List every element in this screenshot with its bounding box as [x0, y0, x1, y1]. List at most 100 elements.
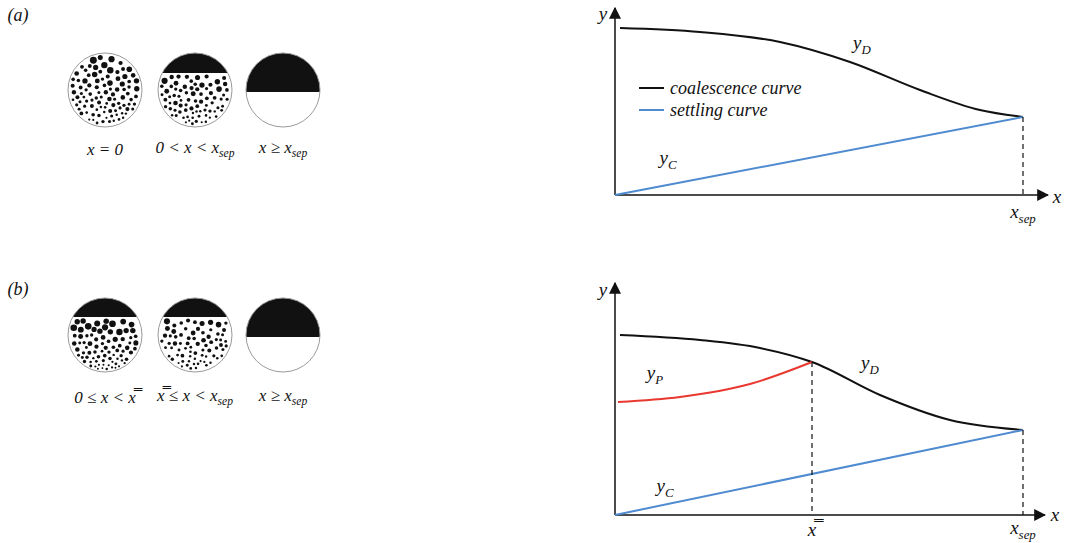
- droplet: [173, 341, 177, 345]
- droplet: [98, 70, 102, 74]
- droplet: [205, 364, 208, 367]
- droplet: [75, 319, 80, 324]
- legend-swatch: [638, 99, 666, 121]
- droplet: [105, 368, 107, 370]
- legend-text: coalescence curve: [670, 78, 801, 99]
- droplet: [92, 357, 94, 359]
- droplet: [77, 79, 81, 83]
- axis-label: y: [599, 280, 607, 301]
- pipe-outline: [246, 53, 320, 127]
- state-label: x ≥ xsep: [259, 139, 307, 161]
- droplet: [108, 109, 112, 113]
- droplet: [114, 109, 117, 112]
- droplet: [103, 84, 107, 88]
- droplet: [113, 98, 116, 101]
- droplet: [178, 362, 180, 364]
- droplet: [179, 89, 183, 93]
- droplet: [72, 98, 75, 101]
- droplet: [203, 108, 206, 111]
- state-label: x ≥ xsep: [259, 387, 307, 409]
- droplet: [181, 354, 185, 358]
- droplet: [101, 350, 104, 353]
- droplet: [120, 81, 125, 86]
- droplet: [125, 107, 129, 111]
- droplet: [107, 67, 113, 73]
- droplet: [180, 99, 183, 102]
- droplet: [106, 75, 110, 79]
- droplet: [100, 96, 103, 99]
- droplet: [85, 99, 88, 102]
- droplet: [80, 318, 85, 323]
- droplet: [184, 108, 188, 112]
- droplet: [189, 367, 192, 370]
- droplet: [201, 348, 204, 351]
- droplet: [97, 91, 100, 94]
- curve-label: yP: [647, 363, 663, 387]
- droplet: [183, 84, 187, 88]
- droplet: [91, 113, 95, 117]
- legend-line-sample: [639, 87, 664, 89]
- droplet: [122, 350, 125, 353]
- droplet: [193, 363, 195, 365]
- droplet: [133, 102, 136, 105]
- droplet: [97, 114, 100, 117]
- separator-cross-section: [158, 53, 232, 127]
- droplet: [208, 109, 211, 112]
- droplet: [163, 98, 167, 102]
- axis-tick-label: x̿: [808, 520, 816, 541]
- dense-phase-layer: [158, 298, 232, 317]
- droplet: [116, 329, 122, 335]
- droplet: [102, 364, 104, 366]
- droplet: [193, 83, 197, 87]
- droplet: [195, 87, 199, 91]
- droplet: [125, 346, 130, 351]
- droplet: [82, 96, 85, 99]
- droplet: [216, 86, 222, 92]
- droplet: [191, 331, 196, 336]
- droplet: [94, 345, 98, 349]
- droplet: [179, 104, 183, 108]
- droplet: [131, 73, 136, 78]
- droplet: [129, 322, 135, 328]
- droplet: [174, 87, 177, 90]
- droplet: [169, 75, 173, 79]
- droplet: [189, 106, 193, 110]
- droplet: [70, 324, 77, 331]
- droplet: [184, 327, 188, 331]
- droplet: [199, 99, 203, 103]
- droplet: [126, 92, 130, 96]
- droplet: [78, 108, 81, 111]
- droplet: [185, 75, 189, 79]
- axis-label: x: [1051, 505, 1059, 526]
- dashed-marker-line: [1022, 117, 1023, 195]
- droplet: [75, 103, 78, 106]
- separator-cross-section: [246, 53, 320, 127]
- droplet: [201, 331, 205, 335]
- droplet: [90, 57, 97, 64]
- droplet: [80, 65, 84, 69]
- droplet: [125, 357, 129, 361]
- droplet: [107, 339, 111, 343]
- droplet: [72, 341, 77, 346]
- droplet: [115, 113, 117, 115]
- droplet: [87, 351, 91, 355]
- droplet: [178, 110, 182, 114]
- droplet: [108, 329, 113, 334]
- droplet: [174, 109, 177, 112]
- droplet: [101, 335, 106, 340]
- droplet: [193, 320, 197, 324]
- droplet: [73, 334, 77, 338]
- droplet: [83, 105, 86, 108]
- droplet: [87, 73, 91, 77]
- droplet: [215, 79, 220, 84]
- pipe-outline: [68, 298, 142, 372]
- droplet: [191, 116, 194, 119]
- droplet: [189, 86, 193, 90]
- state-label: 0 < x < xsep: [156, 139, 235, 161]
- droplet: [95, 108, 98, 111]
- droplet: [204, 344, 208, 348]
- droplet: [112, 345, 116, 349]
- droplet: [128, 342, 131, 345]
- droplet: [98, 55, 103, 60]
